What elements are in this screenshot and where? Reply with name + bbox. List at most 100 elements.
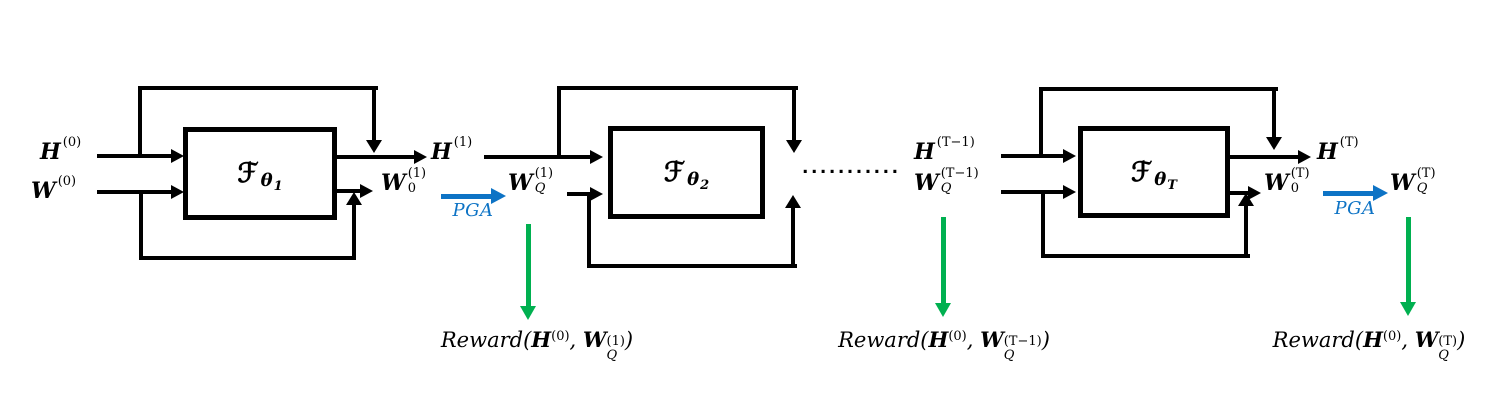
reward1-label: Reward(H(0), W(1)Q) [440, 327, 634, 364]
pgaT-arrowhead [1373, 185, 1388, 201]
reward2-arrowhead [935, 303, 951, 317]
h-tminus1-input-arrowhead [1063, 149, 1076, 163]
pga1-arrowhead [491, 188, 506, 204]
label-h-tminus1: H (T−1) [914, 135, 975, 165]
skip1-top-segment [138, 86, 378, 90]
label-wq-tminus1-scripts: (T−1)Q [940, 166, 979, 196]
w01-output-line [337, 189, 361, 193]
reward3-arrow-line [1406, 217, 1411, 302]
h-t-output-line [1230, 155, 1298, 159]
reward1-arrow-line [526, 224, 531, 306]
skip3-bottom-segment [1041, 254, 1250, 258]
label-h1-base: H [431, 139, 452, 165]
skip1-top-right-segment [372, 86, 376, 140]
label-wq-tminus1: W (T−1)Q [914, 166, 979, 202]
label-w0-t-base: W [1264, 170, 1289, 196]
skip3-bottom-right-segment [1244, 206, 1248, 258]
skip3-top-arrowhead [1266, 137, 1282, 150]
skip2-bottom-right-segment [791, 208, 795, 268]
h-tminus1-input-line [1001, 154, 1063, 158]
reward3-label: Reward(H(0), W(T)Q) [1272, 327, 1466, 364]
label-h-tminus1-base: H [914, 139, 935, 165]
label-w0-base: W [31, 178, 56, 204]
h1-output-arrowhead [414, 150, 427, 164]
stage1-block-index: 1 [273, 179, 283, 194]
pgaT-arrow-line [1323, 191, 1373, 196]
label-w0-scripts: (0) [57, 174, 77, 189]
skip3-top-right-segment [1272, 87, 1276, 137]
h0-input-arrowhead [171, 149, 184, 163]
skip2-top-right-segment [792, 86, 796, 140]
label-wq-t-scripts: (T)Q [1416, 166, 1436, 196]
label-w0-1-base: W [381, 170, 406, 196]
skip1-bottom-left-segment [139, 192, 143, 260]
wq-tminus1-input-arrowhead [1063, 185, 1076, 199]
label-h0-base: H [40, 139, 61, 165]
pgaT-label: PGA [1334, 198, 1376, 219]
skip2-top-left-segment [557, 88, 561, 156]
label-h1-scripts: (1) [453, 135, 473, 150]
label-h-t: H (T) [1317, 135, 1359, 165]
skip2-top-segment [557, 86, 798, 90]
label-wq-t-base: W [1390, 170, 1415, 196]
skip1-top-arrowhead [366, 140, 382, 153]
label-wq-tminus1-base: W [914, 170, 939, 196]
skip2-bottom-left-segment [587, 194, 591, 268]
label-h1: H (1) [431, 135, 472, 165]
label-h-t-scripts: (T) [1339, 135, 1359, 150]
stage2-block-f: ℱ [663, 157, 686, 188]
w0-input-arrowhead [171, 185, 184, 199]
reward3-arrowhead [1400, 302, 1416, 316]
pga1-label: PGA [452, 200, 494, 221]
label-wq-1-base: W [508, 170, 533, 196]
wq1-carry-line [567, 192, 591, 196]
w0-input-line [97, 190, 174, 194]
label-wq-1: W (1)Q [508, 166, 553, 202]
label-wq-t: W (T)Q [1390, 166, 1436, 202]
label-h0: H (0) [40, 135, 81, 165]
label-w0-t: W (T)0 [1264, 166, 1310, 202]
skip2-top-arrowhead [786, 140, 802, 153]
ellipsis-dots: ........... [802, 158, 901, 178]
stageT-block-index: T [1167, 177, 1177, 193]
w01-output-arrowhead [360, 184, 373, 198]
skip2-bottom-arrowhead [785, 195, 801, 208]
label-wq-1-scripts: (1)Q [534, 166, 554, 196]
stage1-block-theta: θ [260, 170, 273, 191]
label-w0: W (0) [31, 174, 76, 204]
skip3-top-segment [1039, 87, 1278, 91]
skip2-bottom-segment [587, 264, 797, 268]
pga1-arrow-line [441, 194, 491, 199]
stageT-block-f: ℱ [1131, 156, 1153, 188]
skip3-bottom-left-segment [1041, 192, 1045, 258]
reward2-arrow-line [941, 217, 946, 303]
stage2-block-index: 2 [700, 178, 710, 193]
label-w0-1-scripts: (1)0 [407, 166, 427, 196]
reward2-label: Reward(H(0), W(T−1)Q) [838, 327, 1050, 364]
stageT-block-theta: θ [1154, 168, 1167, 190]
wq-tminus1-input-line [1001, 190, 1063, 194]
reward1-arrowhead [520, 306, 536, 320]
label-h-t-base: H [1317, 139, 1338, 165]
label-w0-1: W (1)0 [381, 166, 426, 202]
label-h0-scripts: (0) [62, 135, 82, 150]
h1-output-line [337, 155, 415, 159]
label-h-tminus1-scripts: (T−1) [936, 135, 975, 150]
skip1-bottom-segment [139, 256, 356, 260]
w0-t-output-arrowhead [1248, 186, 1261, 200]
skip3-top-left-segment [1039, 89, 1043, 156]
skip1-top-left-segment [138, 88, 142, 156]
skip1-bottom-arrowhead [346, 192, 362, 205]
stage2-block-theta: θ [687, 169, 700, 190]
h1-carry-arrowhead [590, 150, 603, 164]
h1-carry-line [484, 155, 591, 159]
w0-t-output-line [1230, 191, 1248, 195]
h-t-output-arrowhead [1298, 150, 1311, 164]
wq1-carry-arrowhead [590, 187, 603, 201]
skip1-bottom-right-segment [352, 205, 356, 260]
h0-input-line [97, 154, 174, 158]
